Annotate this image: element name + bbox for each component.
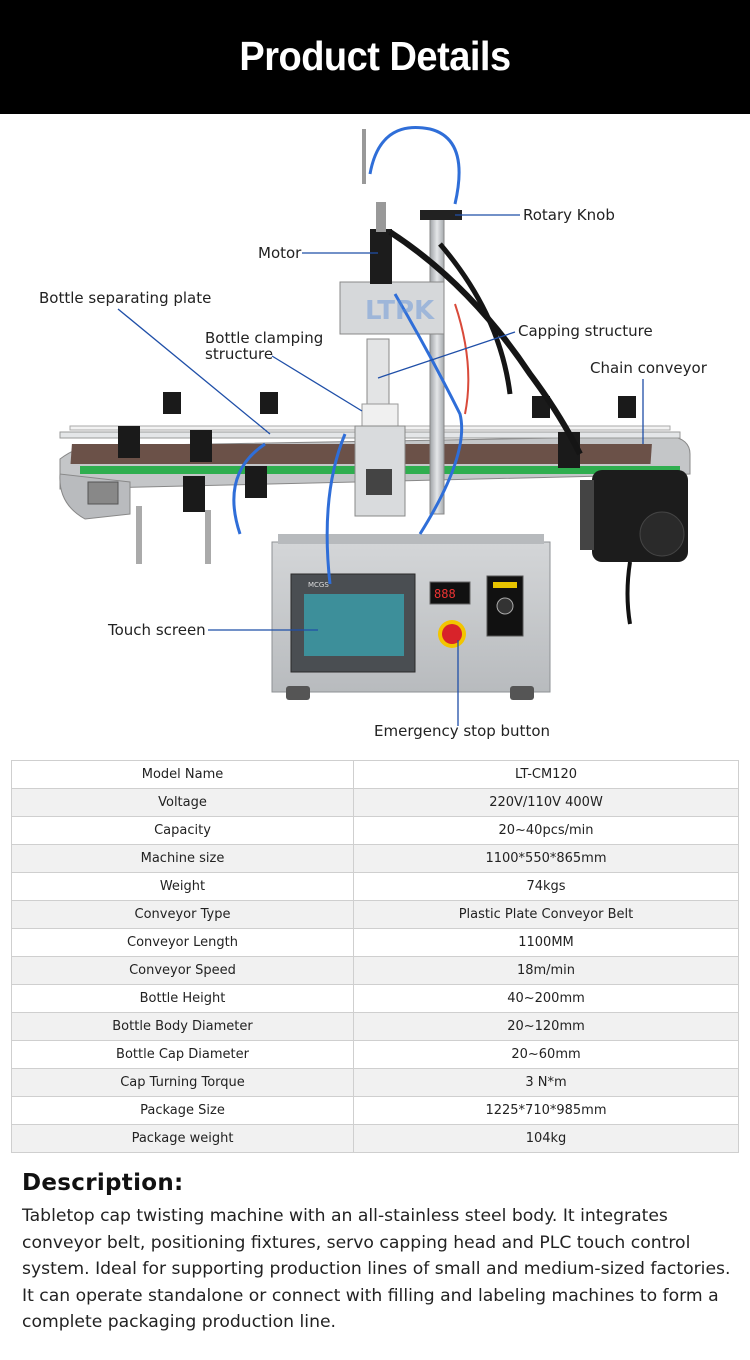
spec-value: LT-CM120 (353, 760, 739, 789)
callout-touch-screen: Touch screen (108, 621, 206, 639)
spec-key: Voltage (11, 788, 354, 817)
spec-key: Weight (11, 872, 354, 901)
timer-display: 888 (434, 587, 456, 601)
spec-value: 20~40pcs/min (353, 816, 739, 845)
description-body: Tabletop cap twisting machine with an al… (22, 1206, 731, 1332)
watermark-text: LTPK (365, 296, 435, 326)
page-title: Product Details (239, 33, 511, 80)
callout-chain-conveyor: Chain conveyor (590, 359, 707, 377)
spec-key: Package weight (11, 1124, 354, 1153)
description-title: Description: (22, 1170, 184, 1196)
touch-screen-panel: MCGS (290, 573, 416, 673)
spec-key: Bottle Body Diameter (11, 1012, 354, 1041)
spec-value: Plastic Plate Conveyor Belt (353, 900, 739, 929)
capping-column (339, 129, 462, 517)
spec-key: Conveyor Speed (11, 956, 354, 985)
callout-capping-structure: Capping structure (518, 322, 653, 340)
spec-key: Conveyor Type (11, 900, 354, 929)
spec-value: 40~200mm (353, 984, 739, 1013)
callout-bottle-clamping-line1: Bottle clamping (205, 329, 324, 347)
spec-value: 1100*550*865mm (353, 844, 739, 873)
spec-key: Machine size (11, 844, 354, 873)
spec-value: 20~120mm (353, 1012, 739, 1041)
callout-lines (117, 214, 644, 726)
panel-brand: MCGS (308, 581, 329, 589)
spec-key: Package Size (11, 1096, 354, 1125)
spec-key: Bottle Cap Diameter (11, 1040, 354, 1069)
product-figure: MCGS 888 (0, 114, 750, 754)
conveyor-motor (580, 470, 688, 625)
page-header: Product Details (0, 0, 750, 114)
spec-value: 104kg (353, 1124, 739, 1153)
callout-emergency-stop: Emergency stop button (374, 722, 551, 740)
spec-key: Capacity (11, 816, 354, 845)
spec-value: 74kgs (353, 872, 739, 901)
spec-key: Cap Turning Torque (11, 1068, 354, 1097)
spec-key: Bottle Height (11, 984, 354, 1013)
spec-value: 3 N*m (353, 1068, 739, 1097)
emergency-stop-icon (442, 624, 462, 644)
callout-bottle-separating-plate: Bottle separating plate (39, 289, 212, 307)
spec-value: 220V/110V 400W (353, 788, 739, 817)
callout-rotary-knob: Rotary Knob (523, 206, 615, 224)
control-panel: 888 (429, 575, 524, 648)
spec-value: 1225*710*985mm (353, 1096, 739, 1125)
machine-illustration: MCGS 888 (59, 126, 691, 726)
callout-bottle-clamping-line2: structure (205, 345, 274, 363)
spec-key: Model Name (11, 760, 354, 789)
spec-value: 1100MM (353, 928, 739, 957)
spec-value: 18m/min (353, 956, 739, 985)
callout-motor: Motor (258, 244, 302, 262)
hoses (232, 126, 583, 585)
spec-value: 20~60mm (353, 1040, 739, 1069)
spec-key: Conveyor Length (11, 928, 354, 957)
